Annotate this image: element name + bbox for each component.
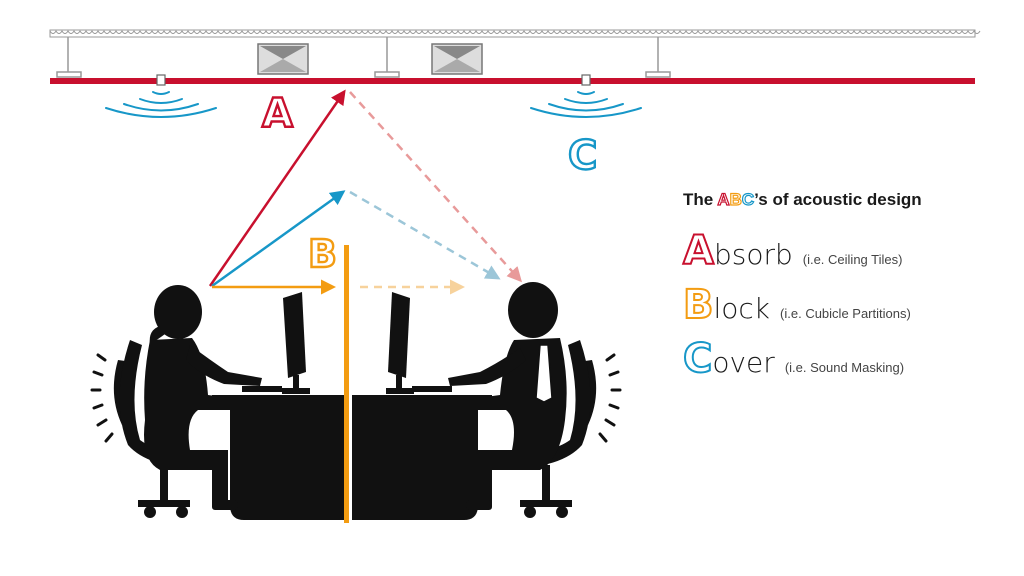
beam-left	[56, 37, 82, 78]
legend-item-cover: Cover (i.e. Sound Masking)	[682, 335, 905, 383]
monitor-left	[242, 292, 310, 394]
light-fixture-right	[431, 43, 483, 75]
ceiling-beams	[56, 37, 671, 78]
legend-word-cover: over	[712, 346, 775, 379]
cubicle-partition	[344, 245, 349, 523]
person-right	[448, 282, 567, 510]
legend-letter-c: C	[682, 335, 713, 383]
arrow-diffracted-dashed	[349, 190, 501, 280]
legend-letter-b: B	[682, 281, 714, 329]
light-fixture-left	[257, 43, 309, 75]
arrow-reflected-dashed	[349, 91, 523, 283]
sound-waves-left	[105, 91, 217, 118]
legend-item-absorb: Absorb (i.e. Ceiling Tiles)	[682, 227, 903, 275]
legend-title-c: C	[741, 189, 755, 209]
label-c: C	[568, 133, 597, 179]
masking-speaker-left	[156, 74, 166, 86]
person-left	[144, 285, 262, 510]
legend-word-block: lock	[713, 292, 771, 325]
legend: The ABC’s of acoustic design Absorb(i.e.…	[682, 189, 1013, 383]
legend-title-suffix: ’s of acoustic design	[754, 190, 922, 209]
sound-waves-right	[530, 91, 642, 118]
legend-title-b: B	[729, 189, 743, 209]
beam-middle	[374, 37, 400, 78]
desk-left	[212, 395, 346, 520]
legend-item-block: Block (i.e. Cubicle Partitions)	[682, 281, 911, 329]
label-b: B	[308, 232, 337, 276]
monitor-right	[386, 292, 452, 394]
masking-speaker-right	[581, 74, 591, 86]
legend-title: The ABC’s of acoustic design	[683, 189, 1013, 210]
legend-word-absorb: bsorb	[713, 238, 793, 271]
legend-note-cover: (i.e. Sound Masking)	[784, 360, 905, 375]
ceiling-deck	[49, 29, 981, 38]
label-a: A	[262, 91, 293, 137]
arrow-reflect-ceiling	[208, 89, 346, 287]
legend-note-absorb: (i.e. Ceiling Tiles)	[802, 252, 903, 267]
legend-title-a: A	[717, 189, 731, 209]
beam-right	[645, 37, 671, 78]
ceiling-tile-line	[50, 78, 975, 84]
desk-right	[352, 395, 492, 520]
legend-letter-a: A	[682, 227, 715, 275]
arrow-over-partition	[211, 190, 346, 288]
legend-note-block: (i.e. Cubicle Partitions)	[780, 306, 911, 321]
legend-title-prefix: The	[683, 190, 718, 209]
